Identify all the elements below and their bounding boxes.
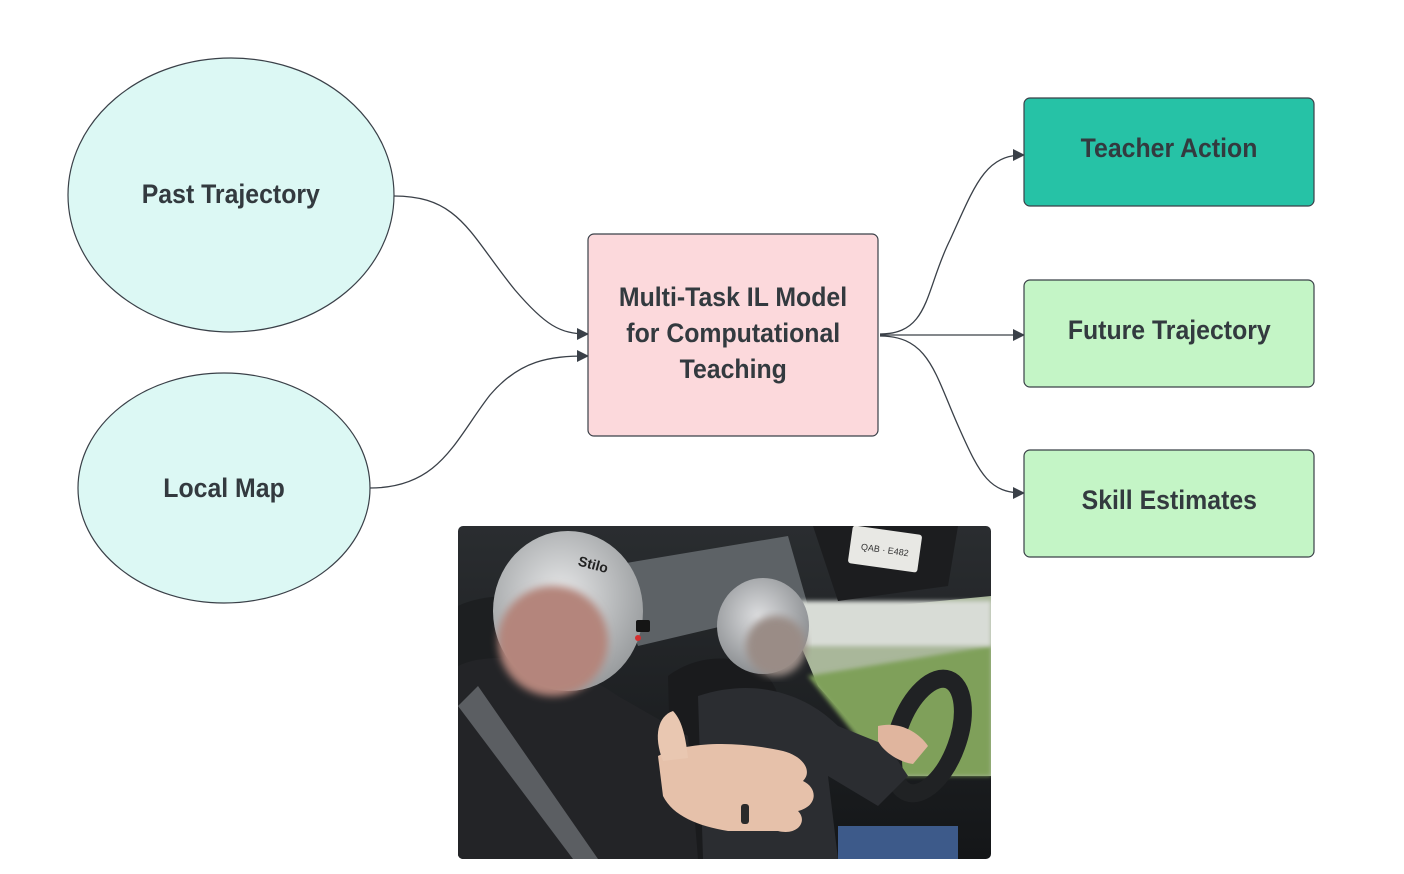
teacher-action-node bbox=[1023, 97, 1315, 207]
instructor-hand bbox=[658, 744, 814, 832]
rear-camera bbox=[636, 620, 650, 632]
teacher-action-label: Teacher Action bbox=[1024, 124, 1314, 172]
connector-model-to-teacher-action bbox=[879, 149, 1025, 335]
future-trajectory-node bbox=[1023, 279, 1315, 388]
connector-model-to-skill-estimates bbox=[879, 335, 1025, 499]
model-label: Multi-Task IL Model for Computational Te… bbox=[588, 278, 878, 388]
future-trajectory-label: Future Trajectory bbox=[1024, 306, 1314, 354]
teacher-action-text: Teacher Action bbox=[1080, 133, 1258, 163]
instructor-body bbox=[458, 657, 698, 859]
model-text-line-3: Teaching bbox=[679, 354, 787, 384]
local-map-text: Local Map bbox=[163, 473, 285, 503]
past-trajectory-node bbox=[67, 57, 395, 333]
skill-estimates-label: Skill Estimates bbox=[1024, 476, 1314, 524]
steering-wheel bbox=[884, 669, 972, 803]
instructor-thumb bbox=[657, 711, 688, 761]
model-text-line-2: for Computational bbox=[626, 318, 840, 348]
instructor-visor-blur bbox=[498, 586, 608, 696]
connector-local-map-to-model bbox=[369, 350, 589, 489]
driver-visor-blur bbox=[746, 616, 806, 676]
past-trajectory-text: Past Trajectory bbox=[141, 179, 321, 209]
local-map-node bbox=[77, 372, 371, 604]
model-node bbox=[587, 233, 879, 437]
helmet-logo: Stilo bbox=[577, 553, 610, 576]
ring bbox=[741, 804, 749, 824]
sky-strip bbox=[798, 601, 991, 646]
skill-estimates-node bbox=[1023, 449, 1315, 558]
past-trajectory-label: Past Trajectory bbox=[68, 170, 394, 218]
future-trajectory-text: Future Trajectory bbox=[1067, 315, 1271, 345]
seat-belt bbox=[458, 686, 598, 859]
inspection-tag bbox=[848, 526, 922, 573]
driver-hand bbox=[878, 724, 928, 764]
skill-estimates-text: Skill Estimates bbox=[1081, 485, 1257, 515]
in-car-photo: QAB · E482 Stilo bbox=[458, 526, 991, 859]
model-text-line-1: Multi-Task IL Model bbox=[618, 282, 848, 312]
connector-past-trajectory-to-model bbox=[393, 195, 589, 340]
rear-window bbox=[608, 536, 808, 646]
driver-jeans bbox=[838, 826, 958, 859]
camera-light bbox=[635, 635, 641, 641]
local-map-label: Local Map bbox=[78, 464, 370, 512]
